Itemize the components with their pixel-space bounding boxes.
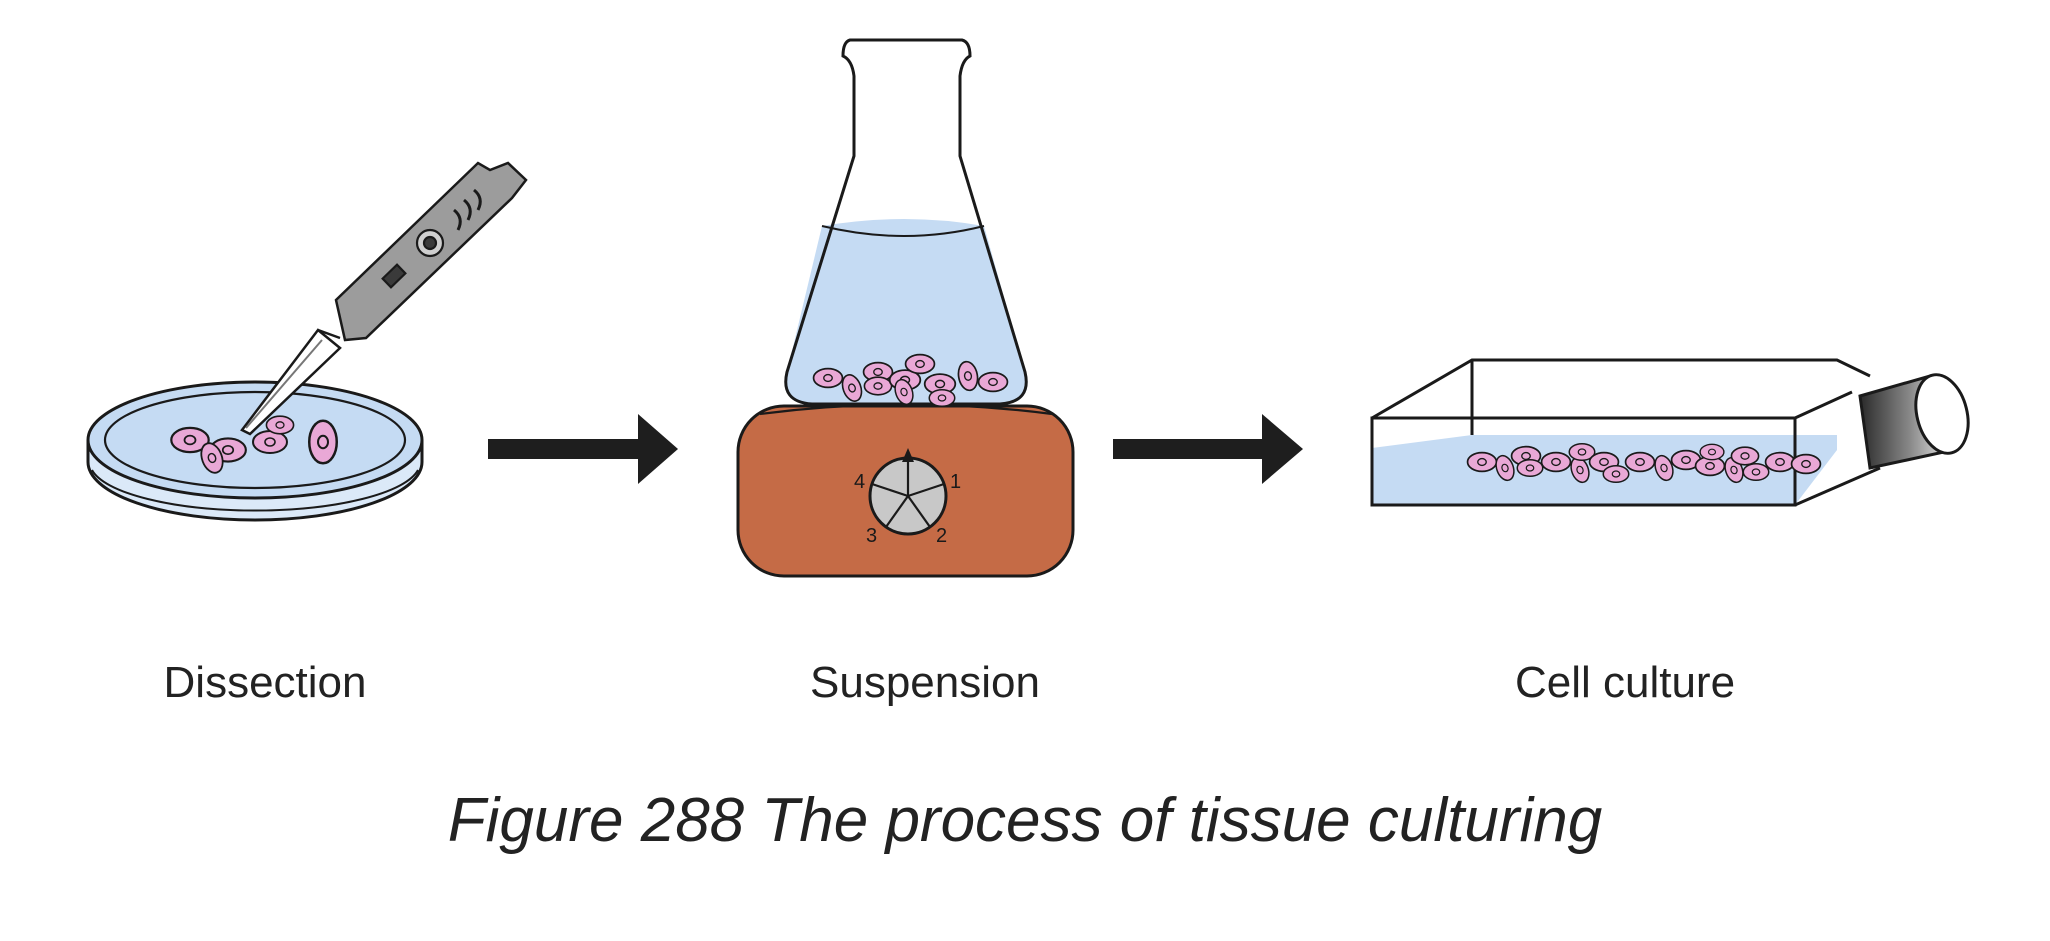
step-label-dissection: Dissection: [163, 658, 367, 707]
dial-mark-2: 2: [936, 525, 947, 547]
stirrer-dial-icon: 1 2 3 4: [854, 448, 961, 547]
arrow-right-icon: [488, 414, 678, 484]
petri-dish-with-scalpel-icon: [86, 161, 528, 522]
dial-mark-1: 1: [950, 471, 961, 493]
culture-flask-icon: [1370, 358, 1970, 507]
magnetic-stirrer: 1 2 3 4: [736, 403, 1075, 578]
figure-caption: Figure 288 The process of tissue culturi…: [447, 786, 1603, 855]
dial-mark-4: 4: [854, 471, 865, 493]
dial-mark-3: 3: [866, 525, 877, 547]
step-label-cell-culture: Cell culture: [1514, 658, 1736, 707]
erlenmeyer-flask-icon: [784, 38, 1028, 408]
scalpel-icon: [240, 161, 528, 436]
arrow-right-icon: [1113, 414, 1303, 484]
step-label-suspension: Suspension: [810, 658, 1040, 707]
flask-on-magnetic-stirrer-icon: 1 2 3 4: [736, 38, 1075, 578]
